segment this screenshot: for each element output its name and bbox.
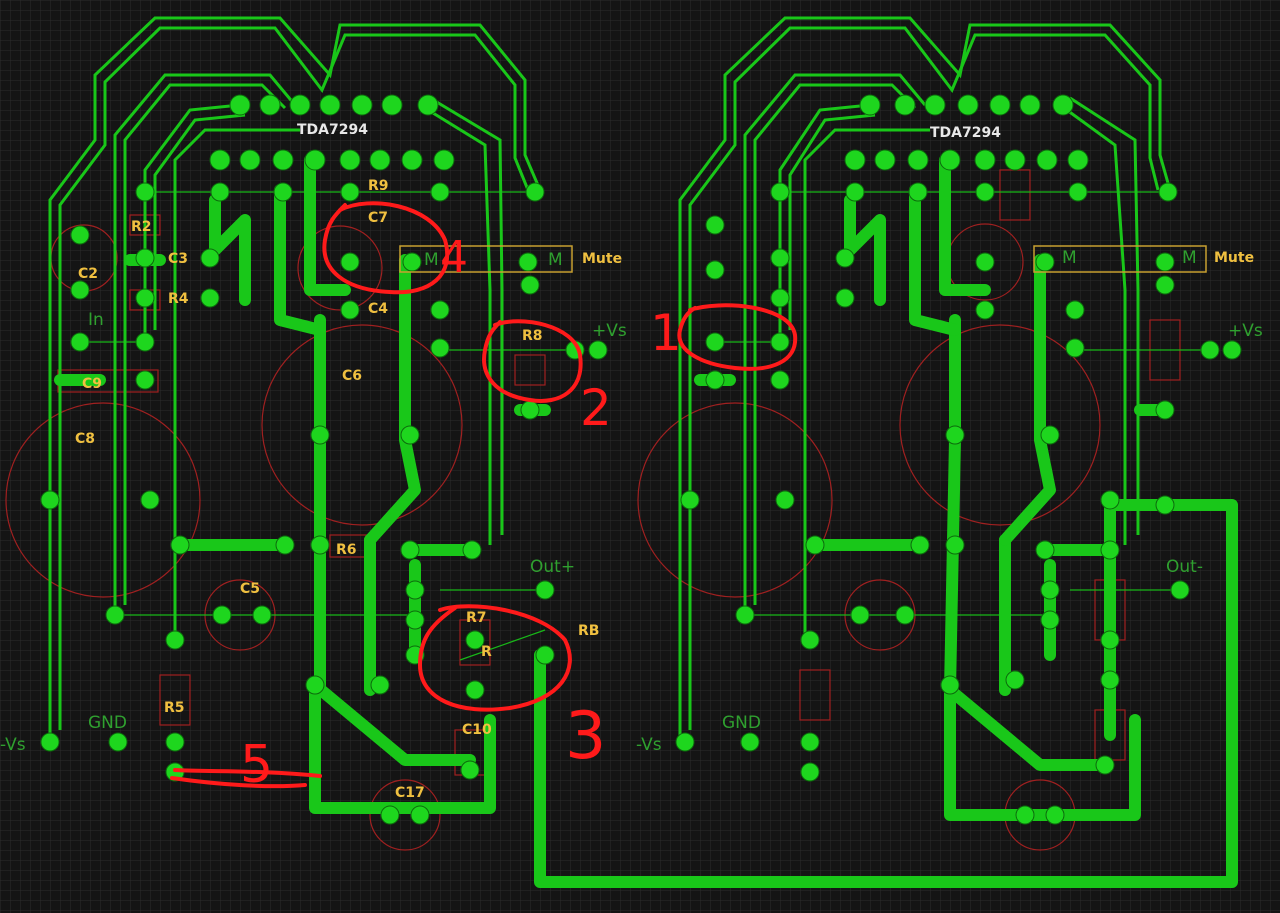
- label-c4: C4: [368, 301, 388, 317]
- ic-left-pins-top: [209, 94, 455, 171]
- annotation-number-4: 4: [440, 232, 468, 283]
- annotation-number-3: 3: [565, 699, 606, 774]
- label-in: In: [88, 310, 104, 330]
- label-r9: R9: [368, 178, 389, 194]
- label-vs-neg-right: -Vs: [636, 735, 662, 755]
- label-vs-pos-right: +Vs: [1228, 321, 1263, 341]
- annotation-layer: [170, 201, 798, 789]
- annotation-circle-1: [677, 303, 798, 371]
- jumper-left-m1: M: [424, 250, 439, 270]
- label-gnd-right: GND: [722, 713, 761, 733]
- annotation-number-1: 1: [650, 304, 682, 362]
- annotation-number-2: 2: [580, 379, 612, 437]
- pads-layer: [40, 94, 1242, 825]
- label-gnd-left: GND: [88, 713, 127, 733]
- label-out-pos: Out+: [530, 557, 575, 577]
- label-r7: R7: [466, 610, 487, 626]
- label-c6: C6: [342, 368, 362, 384]
- label-vs-neg-left: -Vs: [0, 735, 26, 755]
- jumper-right-m2: M: [1182, 248, 1197, 268]
- label-r: R: [481, 644, 492, 660]
- label-r8: R8: [522, 328, 543, 344]
- annotation-circle-4: [322, 201, 450, 295]
- label-rb: RB: [578, 623, 599, 639]
- label-r2: R2: [131, 219, 152, 235]
- jumper-outlines: [399, 245, 1207, 273]
- label-mute-right: Mute: [1214, 250, 1254, 266]
- annotation-stroke-5: [170, 768, 322, 789]
- label-out-neg: Out-: [1166, 557, 1203, 577]
- label-c10: C10: [462, 722, 492, 738]
- label-vs-pos-left: +Vs: [592, 321, 627, 341]
- label-c3: C3: [168, 251, 188, 267]
- label-r4: R4: [168, 291, 189, 307]
- annotation-number-5: 5: [240, 735, 273, 795]
- label-mute-left: Mute: [582, 251, 622, 267]
- ic-left-label: TDA7294: [297, 122, 368, 138]
- label-c8: C8: [75, 431, 95, 447]
- label-c2: C2: [78, 266, 98, 282]
- label-r5: R5: [164, 700, 185, 716]
- annotation-circle-2: [482, 319, 583, 403]
- label-c5: C5: [240, 581, 260, 597]
- outline-traces: [48, 16, 1172, 740]
- jumper-left-m2: M: [548, 250, 563, 270]
- jumper-right-m1: M: [1062, 248, 1077, 268]
- copper-traces: [54, 154, 1238, 888]
- label-c17: C17: [395, 785, 425, 801]
- label-r6: R6: [336, 542, 357, 558]
- annotation-circle-3: [417, 604, 572, 712]
- ic-right-label: TDA7294: [930, 125, 1001, 141]
- label-c7: C7: [368, 210, 388, 226]
- ic-right-pins: [844, 94, 1089, 171]
- label-c9: C9: [82, 376, 102, 392]
